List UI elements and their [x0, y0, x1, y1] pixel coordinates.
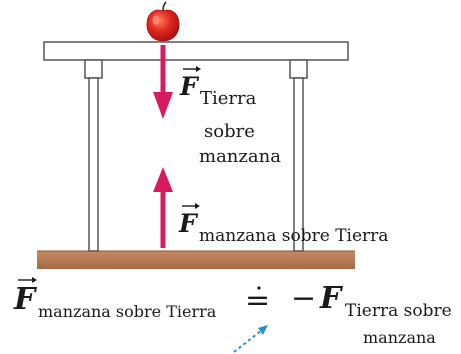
equation-minus: −	[291, 281, 316, 316]
upper-force-subscript-line3: manzana	[199, 146, 281, 167]
table-right-leg	[293, 77, 304, 252]
table-left-leg	[88, 77, 99, 252]
label-force-upper: F Tierra sobre manzana	[179, 66, 281, 167]
equation-lhs-subscript: manzana sobre Tierra	[38, 302, 217, 321]
equation-rhs-subscript-line2: manzana	[363, 328, 436, 347]
table-top	[43, 41, 349, 61]
upper-force-subscript-line1: Tierra	[200, 88, 257, 109]
lower-force-symbol: F	[178, 209, 199, 238]
equation-rhs-symbol: F	[319, 281, 344, 316]
table-right-bracket	[289, 59, 308, 79]
ground	[37, 251, 355, 269]
force-arrow-earth-on-apple	[153, 45, 173, 119]
apple-icon	[146, 1, 180, 42]
equation-lhs-symbol: F	[13, 282, 38, 317]
equation-equals: =	[245, 283, 270, 318]
force-arrow-apple-on-earth	[153, 167, 173, 248]
upper-force-symbol: F	[179, 72, 200, 101]
label-force-lower: F manzana sobre Tierra	[178, 203, 388, 246]
table-left-bracket	[84, 59, 103, 79]
equation: F manzana sobre Tierra = − F Tierra sobr…	[13, 277, 452, 347]
upper-force-subscript-line2: sobre	[204, 121, 255, 142]
pointer-arrow	[233, 325, 268, 353]
lower-force-subscript: manzana sobre Tierra	[199, 226, 388, 246]
equation-rhs-subscript-line1: Tierra sobre	[345, 301, 452, 321]
